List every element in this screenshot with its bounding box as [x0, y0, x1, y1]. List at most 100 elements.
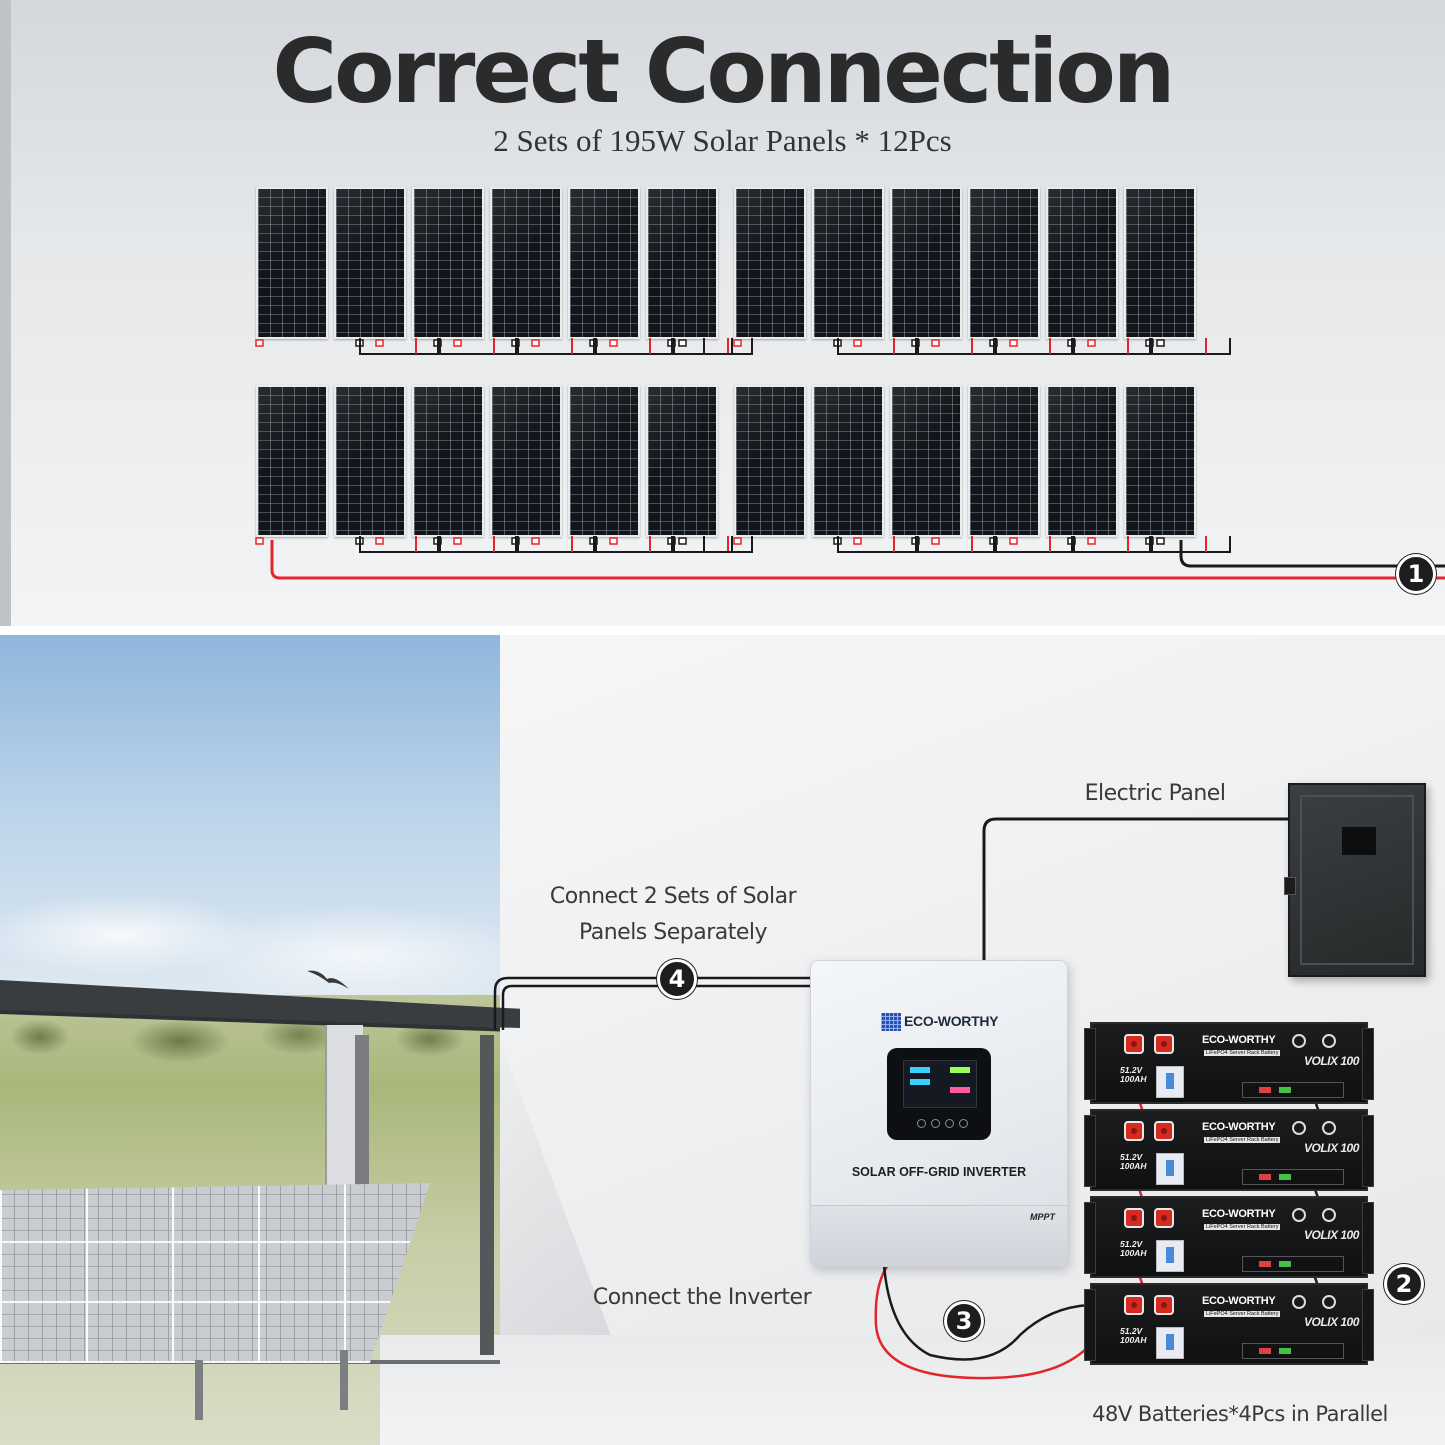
inverter-display	[887, 1048, 991, 1140]
electric-panel-window	[1342, 827, 1376, 855]
rack-ear	[1362, 1115, 1374, 1187]
positive-terminal	[1124, 1121, 1144, 1141]
battery-knob	[1292, 1034, 1306, 1048]
rack-ear	[1362, 1289, 1374, 1361]
battery-capacity: 100AH	[1120, 1335, 1147, 1345]
inverter-button	[931, 1119, 940, 1128]
solar-panel-row-1	[256, 187, 1216, 347]
solar-panel	[256, 385, 328, 537]
balcony-post	[480, 1035, 494, 1355]
battery-knob	[1292, 1208, 1306, 1222]
rack-ear	[1362, 1028, 1374, 1100]
battery-model: VOLIX 100	[1304, 1228, 1359, 1242]
solar-panel	[968, 385, 1040, 537]
battery-knob	[1292, 1295, 1306, 1309]
step-4-badge: 4	[657, 959, 697, 999]
solar-panel	[734, 187, 806, 339]
battery-model: VOLIX 100	[1304, 1054, 1359, 1068]
solar-panel	[1124, 187, 1196, 339]
battery-knob	[1322, 1034, 1336, 1048]
battery-voltage: 51.2V	[1120, 1239, 1143, 1249]
solar-panel	[1124, 385, 1196, 537]
solar-panel	[1046, 187, 1118, 339]
solar-panel	[490, 385, 562, 537]
rack-ear	[1362, 1202, 1374, 1274]
electric-panel-handle	[1284, 877, 1296, 895]
inverter-label: SOLAR OFF-GRID INVERTER	[851, 1165, 1027, 1179]
top-section: Correct Connection 2 Sets of 195W Solar …	[0, 0, 1445, 626]
negative-terminal	[1154, 1295, 1174, 1315]
battery-port-panel	[1242, 1082, 1344, 1098]
left-edge-strip	[0, 0, 11, 626]
connect-inverter-label: Connect the Inverter	[592, 1285, 812, 1310]
battery-capacity: 100AH	[1120, 1248, 1147, 1258]
inverter-brand: ECO-WORTHY	[904, 1013, 999, 1029]
solar-panel	[568, 385, 640, 537]
positive-terminal	[1124, 1208, 1144, 1228]
battery-brand: ECO-WORTHY	[1202, 1121, 1276, 1133]
solar-panel	[968, 187, 1040, 339]
battery-model: VOLIX 100	[1304, 1315, 1359, 1329]
electric-panel-label: Electric Panel	[1084, 781, 1226, 806]
battery-capacity: 100AH	[1120, 1161, 1147, 1171]
batteries-label: 48V Batteries*4Pcs in Parallel	[1092, 1402, 1388, 1426]
battery-subtitle: LiFePO4 Server Rack Battery	[1204, 1224, 1281, 1230]
rack-ear	[1084, 1028, 1096, 1100]
page-title: Correct Connection	[272, 20, 1176, 123]
electric-panel-door	[1300, 795, 1414, 965]
inverter-button	[917, 1119, 926, 1128]
solar-inverter: ECO-WORTHY SOLAR OFF-GRID INVERTER MPPT	[810, 960, 1068, 1267]
battery-voltage: 51.2V	[1120, 1152, 1143, 1162]
connect-sets-label-line1: Connect 2 Sets of Solar	[549, 884, 797, 909]
solar-panel	[334, 385, 406, 537]
eco-worthy-logo-icon	[881, 1013, 901, 1031]
solar-panel	[890, 187, 962, 339]
bottom-section: Electric Panel Connect 2 Sets of Solar P…	[0, 635, 1445, 1445]
battery-knob	[1292, 1121, 1306, 1135]
section-divider	[0, 626, 1445, 635]
solar-panel	[1046, 385, 1118, 537]
inverter-button	[959, 1119, 968, 1128]
array-support-leg	[195, 1360, 203, 1420]
bird-icon	[307, 970, 349, 989]
step-1-badge: 1	[1396, 554, 1436, 594]
battery-subtitle: LiFePO4 Server Rack Battery	[1204, 1137, 1281, 1143]
negative-terminal	[1154, 1034, 1174, 1054]
positive-terminal	[1124, 1295, 1144, 1315]
battery-subtitle: LiFePO4 Server Rack Battery	[1204, 1311, 1281, 1317]
solar-panel	[646, 385, 718, 537]
battery-knob	[1322, 1208, 1336, 1222]
solar-panel	[334, 187, 406, 339]
inverter-mppt-label: MPPT	[1029, 1212, 1055, 1222]
solar-panel	[256, 187, 328, 339]
battery-port-panel	[1242, 1343, 1344, 1359]
battery-breaker	[1156, 1327, 1184, 1359]
battery-breaker	[1156, 1153, 1184, 1185]
solar-panel	[812, 385, 884, 537]
solar-wiring	[255, 338, 1445, 580]
solar-panel	[412, 187, 484, 339]
battery-breaker	[1156, 1240, 1184, 1272]
positive-terminal	[1124, 1034, 1144, 1054]
battery-voltage: 51.2V	[1120, 1065, 1143, 1075]
rack-ear	[1084, 1289, 1096, 1361]
battery-breaker	[1156, 1066, 1184, 1098]
solar-panel	[890, 385, 962, 537]
solar-panel	[812, 187, 884, 339]
battery-brand: ECO-WORTHY	[1202, 1295, 1276, 1307]
clouds	[0, 815, 500, 995]
negative-terminal	[1154, 1121, 1174, 1141]
ground-solar-array	[0, 1183, 430, 1363]
step-3-badge: 3	[944, 1301, 984, 1341]
solar-panel	[490, 187, 562, 339]
solar-panel	[646, 187, 718, 339]
battery-voltage: 51.2V	[1120, 1326, 1143, 1336]
rack-ear	[1084, 1115, 1096, 1187]
connect-sets-label-line2: Panels Separately	[578, 920, 768, 945]
page-subtitle: 2 Sets of 195W Solar Panels * 12Pcs	[493, 123, 952, 158]
